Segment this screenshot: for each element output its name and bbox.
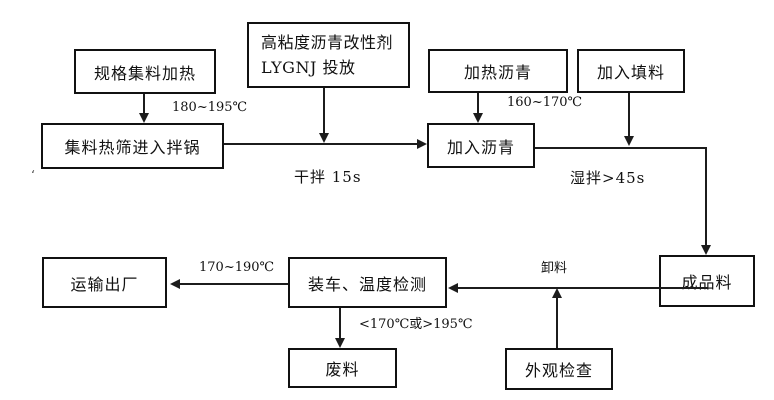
node-finished-material: 成品料 — [659, 255, 755, 307]
arrowhead-up-icon — [552, 288, 562, 298]
edge-label-temp-180-195: 180~195℃ — [172, 100, 248, 115]
node-label: 装车、温度检测 — [307, 274, 427, 294]
arrow-line — [477, 93, 479, 114]
arrowhead-left-icon — [448, 283, 458, 293]
arrow-line — [556, 297, 558, 348]
node-label: 运输出厂 — [70, 274, 139, 294]
node-label-line1: 高粘度沥青改性剂 — [261, 33, 394, 52]
node-label: 废料 — [325, 360, 360, 379]
edge-label-unload: 卸料 — [541, 261, 568, 276]
node-label-line2: LYGNJ 投放 — [261, 58, 356, 77]
edge-label-temp-170-190: 170~190℃ — [199, 260, 275, 275]
arrow-line — [224, 143, 418, 145]
arrowhead-left-icon — [170, 279, 180, 289]
node-spec-aggregate-heating: 规格集料加热 — [74, 49, 216, 94]
arrow-line — [339, 308, 341, 339]
node-label: 规格集料加热 — [93, 63, 196, 83]
node-loading-temp-check: 装车、温度检测 — [288, 257, 447, 308]
edge-label-temp-160-170: 160~170℃ — [507, 95, 583, 110]
arrow-line — [457, 287, 708, 289]
node-transport-out: 运输出厂 — [42, 257, 167, 308]
node-label: 集料热筛进入拌锅 — [64, 138, 201, 157]
node-add-filler: 加入填料 — [577, 49, 685, 93]
node-label: 加热沥青 — [463, 63, 532, 82]
node-label: 成品料 — [681, 273, 733, 292]
node-visual-inspection: 外观检查 — [505, 348, 613, 390]
arrowhead-down-icon — [624, 136, 634, 146]
arrow-line — [535, 147, 707, 149]
arrowhead-right-icon — [417, 139, 427, 149]
arrow-line — [179, 283, 288, 285]
arrow-line — [143, 94, 145, 114]
arrowhead-down-icon — [701, 245, 711, 255]
node-modifier-dosing: 高粘度沥青改性剂 LYGNJ 投放 — [247, 22, 410, 88]
arrowhead-down-icon — [139, 113, 149, 123]
arrowhead-down-icon — [473, 113, 483, 123]
node-hot-screen-to-mixer: 集料热筛进入拌锅 — [41, 123, 224, 169]
edge-label-dry-mix: 干拌 15s — [294, 168, 362, 186]
node-label: 外观检查 — [524, 361, 593, 380]
arrow-line — [705, 147, 707, 245]
node-waste: 废料 — [288, 348, 397, 388]
edge-label-reject-condition: <170℃或>195℃ — [359, 317, 473, 332]
arrow-line — [323, 88, 325, 134]
arrowhead-down-icon — [335, 338, 345, 348]
arrowhead-down-icon — [319, 133, 329, 143]
stray-mark: ‘ — [31, 168, 35, 182]
node-label: 加入填料 — [596, 63, 665, 82]
edge-label-wet-mix: 湿拌>45s — [570, 169, 646, 187]
node-label: 加入沥青 — [446, 137, 515, 157]
node-heat-asphalt: 加热沥青 — [428, 49, 568, 93]
node-add-asphalt: 加入沥青 — [427, 123, 535, 168]
arrow-line — [628, 93, 630, 137]
